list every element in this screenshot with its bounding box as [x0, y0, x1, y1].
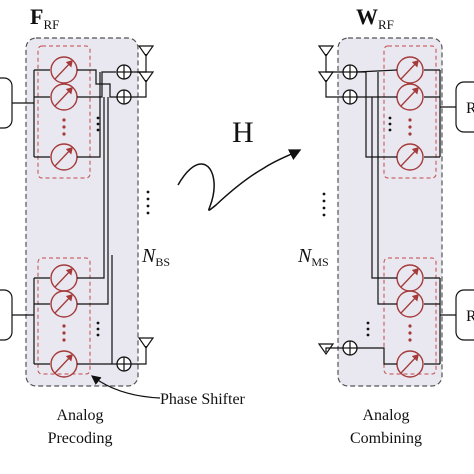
- channel-block: H: [177, 116, 302, 211]
- combiner-matrix-title: WRF: [356, 4, 394, 32]
- antenna-icon: [131, 71, 155, 98]
- ellipsis-dots: [366, 321, 370, 337]
- phase-shifter-group-lower: [383, 257, 437, 375]
- phase-shifter-label: Phase Shifter: [160, 391, 246, 408]
- combiner-panel: [337, 37, 443, 387]
- precoder-wire: [77, 71, 116, 98]
- adder-node: [342, 64, 358, 80]
- channel-arrow: [177, 149, 302, 211]
- phase-shifter-group-lower: [37, 257, 91, 375]
- precoder-caption-line2: Precoding: [48, 430, 113, 447]
- phase-shifter-group-upper: [37, 45, 91, 179]
- adder-node: [116, 64, 132, 80]
- phase-shifter-group-upper: [383, 45, 437, 179]
- adder-node: [342, 340, 358, 356]
- ellipsis-dots: [96, 116, 100, 132]
- rf-chain-box-top-left: [0, 77, 13, 129]
- antenna-icon: [317, 71, 343, 98]
- precoder-feed-lower: [12, 277, 50, 365]
- precoder-wire: [77, 97, 109, 305]
- precoder-caption-line1: Analog: [56, 407, 103, 424]
- combiner-antenna-count: NMS: [297, 245, 329, 269]
- combiner-wire: [371, 97, 397, 279]
- adder-node: [116, 89, 132, 105]
- phase-shifter-callout-arrow: [91, 375, 161, 399]
- combiner-caption-line2: Combining: [350, 430, 422, 447]
- precoder-wire: [77, 97, 105, 279]
- combiner-caption-line1: Analog: [362, 407, 409, 424]
- combiner-wire: [377, 72, 397, 305]
- ellipsis-dots: [322, 192, 326, 217]
- ellipsis-dots: [388, 116, 392, 132]
- ellipsis-dots: [146, 190, 150, 215]
- combiner-wire: [356, 69, 398, 73]
- precoder-block: FRF: [0, 4, 246, 447]
- combiner-feed-lower: [424, 277, 456, 365]
- ellipsis-dots: [408, 324, 412, 342]
- precoder-wire: [77, 72, 101, 158]
- combiner-wire: [357, 347, 397, 365]
- adder-node: [116, 356, 132, 372]
- precoder-matrix-title: FRF: [30, 4, 59, 32]
- channel-symbol: H: [232, 116, 254, 149]
- precoder-panel: [25, 37, 139, 387]
- precoder-feed-upper: [12, 69, 50, 158]
- combiner-feed-upper: [424, 69, 456, 158]
- adder-node: [342, 89, 358, 105]
- rf-chain-label-bottom-right: R: [466, 308, 474, 325]
- ellipsis-dots: [62, 324, 66, 342]
- ellipsis-dots: [96, 321, 100, 337]
- ellipsis-dots: [62, 118, 66, 136]
- precoder-wire: [77, 69, 117, 98]
- rf-chain-label-top-right: R: [466, 100, 474, 117]
- combiner-block: WRF R R: [297, 4, 474, 447]
- precoder-antenna-count: NBS: [141, 245, 170, 269]
- antenna-icon: [317, 343, 343, 356]
- rf-chain-box-bottom-left: [0, 289, 13, 341]
- antenna-icon: [131, 337, 155, 365]
- ellipsis-dots: [408, 118, 412, 136]
